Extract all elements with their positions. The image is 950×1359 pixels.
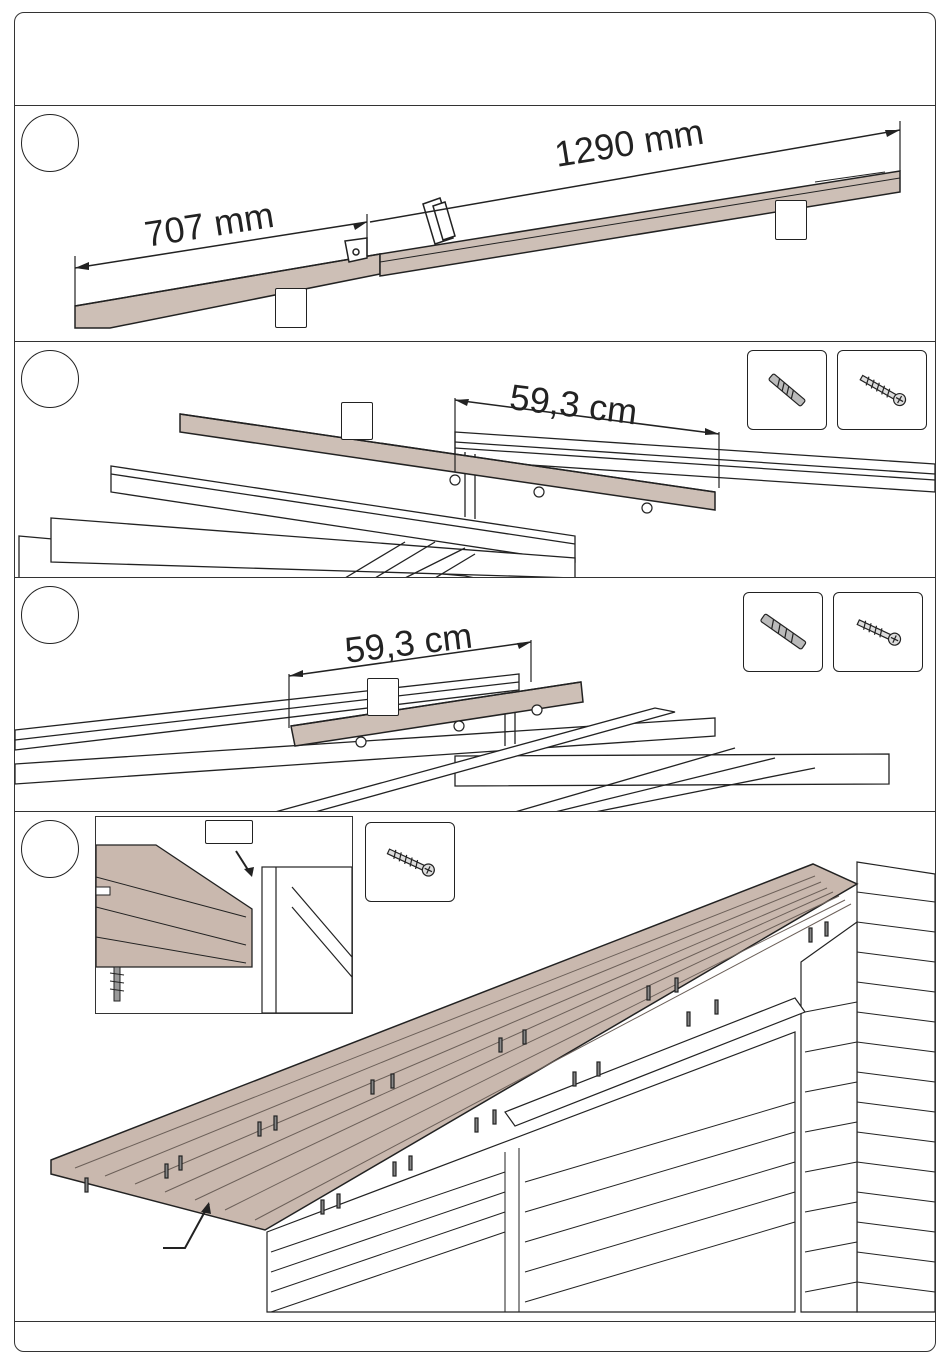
screw-icon — [834, 593, 922, 671]
inset-screw — [110, 967, 124, 1001]
drill-bit-tool-box — [747, 350, 827, 430]
step-4-circle — [21, 820, 79, 878]
drill-bit-icon — [744, 593, 822, 671]
part-label-box-step4 — [205, 820, 253, 844]
detail-inset-drawing — [96, 817, 352, 1013]
instruction-sheet: 707 mm 1290 mm — [14, 12, 936, 1352]
screw-tool-box-2 — [833, 592, 923, 672]
part-label-box-long — [775, 200, 807, 240]
footer-divider — [15, 1321, 935, 1322]
step-2-panel: 59,3 cm — [15, 341, 935, 578]
screw-tool-box-3 — [365, 822, 455, 902]
drill-bit-tool-box-2 — [743, 592, 823, 672]
step-4-panel — [15, 811, 935, 1352]
part-label-box-short — [275, 288, 307, 328]
screw-icon — [838, 351, 926, 429]
part-label-box-step3 — [367, 678, 399, 716]
step-1-panel: 707 mm 1290 mm — [15, 105, 935, 342]
part-label-box-step2 — [341, 402, 373, 440]
screw-icon — [366, 823, 454, 901]
long-beam — [380, 171, 900, 276]
short-beam — [75, 254, 380, 328]
step-3-panel: 59,3 cm — [15, 577, 935, 812]
screw-tool-box — [837, 350, 927, 430]
drill-bit-icon — [748, 351, 826, 429]
detail-inset — [95, 816, 353, 1014]
